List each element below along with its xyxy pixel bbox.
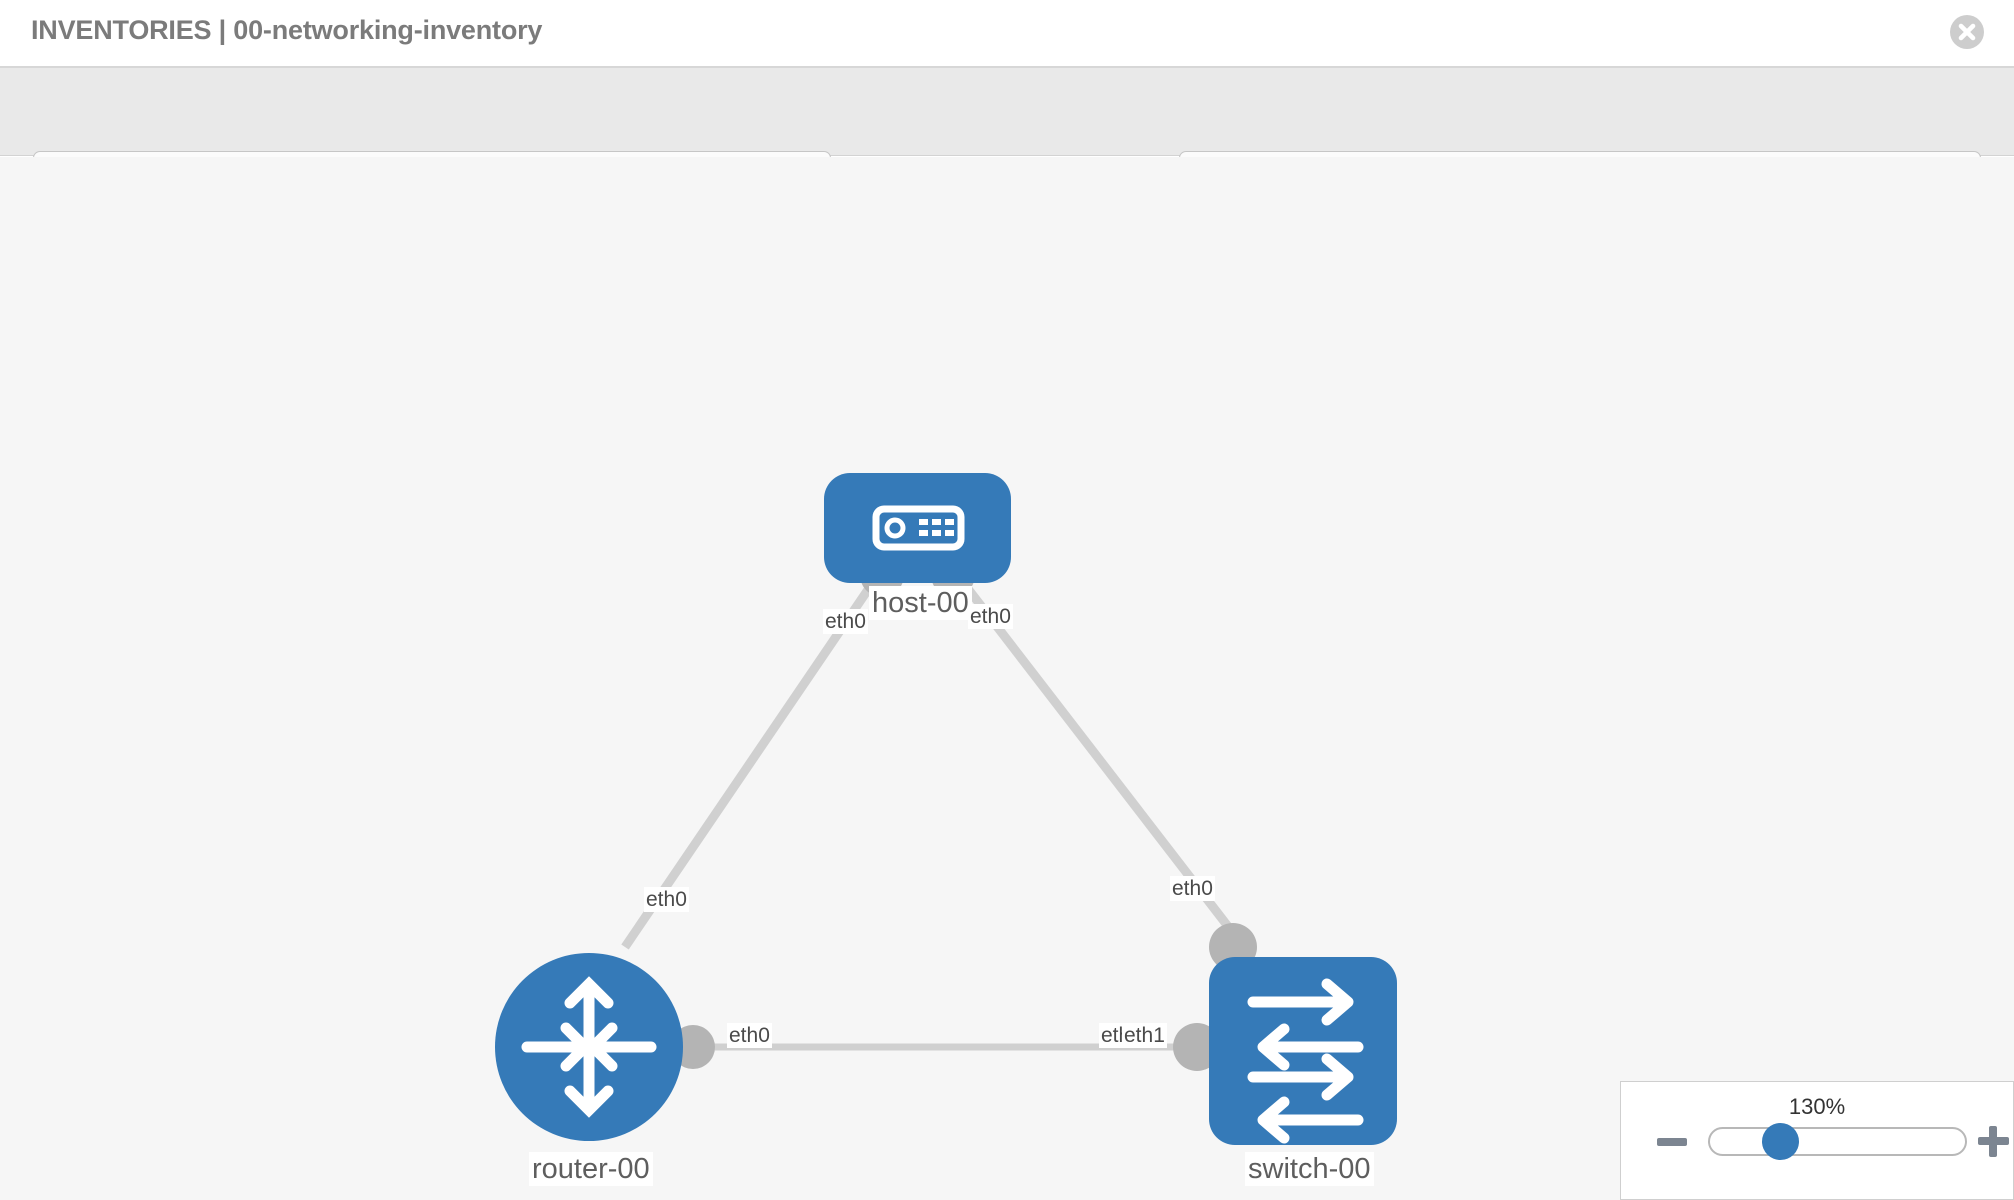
plus-icon[interactable] xyxy=(1978,1126,2009,1157)
topology-graph xyxy=(495,473,1397,1145)
router-four-arrows-icon xyxy=(521,976,657,1118)
minus-icon[interactable] xyxy=(1657,1138,1687,1146)
topology-canvas[interactable]: host-00 router-00 switch-00 eth0 eth0 et… xyxy=(0,157,2014,1200)
page-title: INVENTORIES | 00-networking-inventory xyxy=(31,15,543,45)
interface-label-router-right: eth0 xyxy=(727,1023,772,1048)
node-switch-00[interactable] xyxy=(1209,957,1397,1145)
node-host-00[interactable] xyxy=(824,473,1011,583)
node-label-host-00: host-00 xyxy=(869,586,972,620)
node-router-00[interactable] xyxy=(495,953,683,1141)
interface-label-router-upper: eth0 xyxy=(644,887,689,912)
node-label-switch-00: switch-00 xyxy=(1245,1152,1374,1186)
zoom-slider-track[interactable] xyxy=(1708,1127,1967,1156)
switch-swap-arrows-icon xyxy=(1247,978,1364,1144)
server-appliance-icon xyxy=(872,505,965,551)
close-icon[interactable] xyxy=(1949,14,1985,50)
interface-label-host-right: eth0 xyxy=(968,604,1013,629)
link-host-router[interactable] xyxy=(621,569,884,950)
interface-label-switch-upper: eth0 xyxy=(1170,876,1215,901)
zoom-control-panel: 130% xyxy=(1620,1081,2014,1200)
toolbar: ACTIONS SEARCH xyxy=(0,68,2014,201)
node-label-router-00: router-00 xyxy=(529,1152,653,1186)
zoom-percent-label: 130% xyxy=(1788,1094,1846,1119)
zoom-slider-thumb[interactable] xyxy=(1762,1123,1799,1160)
interface-label-switch-left-front: eth1 xyxy=(1122,1023,1167,1048)
window-header: INVENTORIES | 00-networking-inventory xyxy=(0,0,2014,68)
interface-label-host-left: eth0 xyxy=(823,609,868,634)
